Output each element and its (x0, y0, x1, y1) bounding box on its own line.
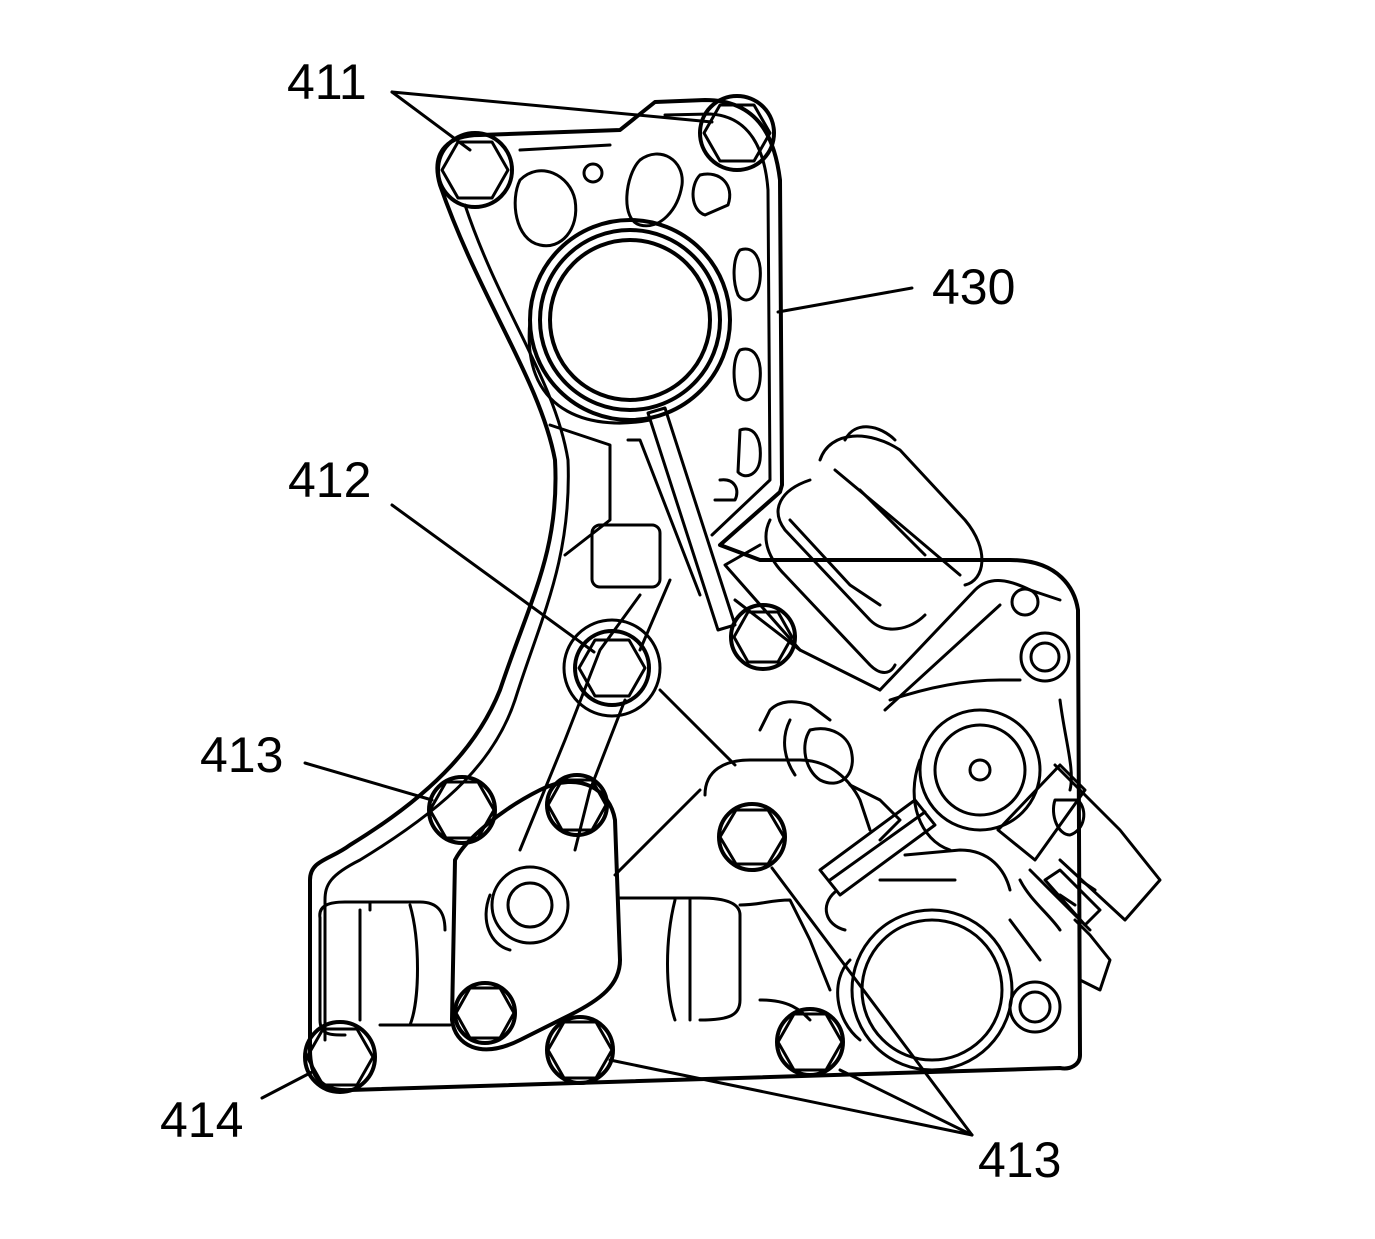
lower-right-bore (836, 878, 1062, 1072)
callout-414: 414 (160, 1092, 244, 1148)
housing-inner-outline (323, 112, 772, 1042)
sensor-connector (996, 763, 1162, 992)
callout-411: 411 (287, 54, 367, 110)
relief-valve-housing (723, 425, 984, 692)
bolt-center-upper (729, 603, 797, 671)
sensor-probe (818, 798, 1012, 932)
callout-430: 430 (932, 259, 1016, 315)
pump-housing-right (878, 579, 1073, 792)
bolt-412 (562, 618, 662, 718)
upper-pockets (513, 152, 762, 557)
callout-413-left: 413 (200, 727, 284, 783)
callout-413-bottom: 413 (978, 1132, 1062, 1188)
bolt-413-left (427, 775, 497, 845)
bolt-flange-upper (545, 773, 609, 837)
bolt-413-bottom-mid (545, 1015, 615, 1085)
upper-seal-bore (527, 218, 732, 425)
pump-rotor (912, 708, 1042, 852)
center-plate (613, 700, 902, 877)
pump-cover-flange (450, 779, 622, 1052)
bolt-414 (303, 1020, 377, 1094)
housing-outline (308, 98, 1082, 1093)
callout-412: 412 (288, 452, 372, 508)
bolt-411-left (436, 131, 514, 209)
bolt-411-right (698, 94, 776, 172)
bolt-flange-lower (453, 981, 517, 1045)
leader-lines (260, 90, 974, 1137)
bolt-413-bottom-right (775, 1007, 845, 1077)
bottom-passage (318, 896, 832, 1037)
bolt-413-center (717, 802, 787, 872)
